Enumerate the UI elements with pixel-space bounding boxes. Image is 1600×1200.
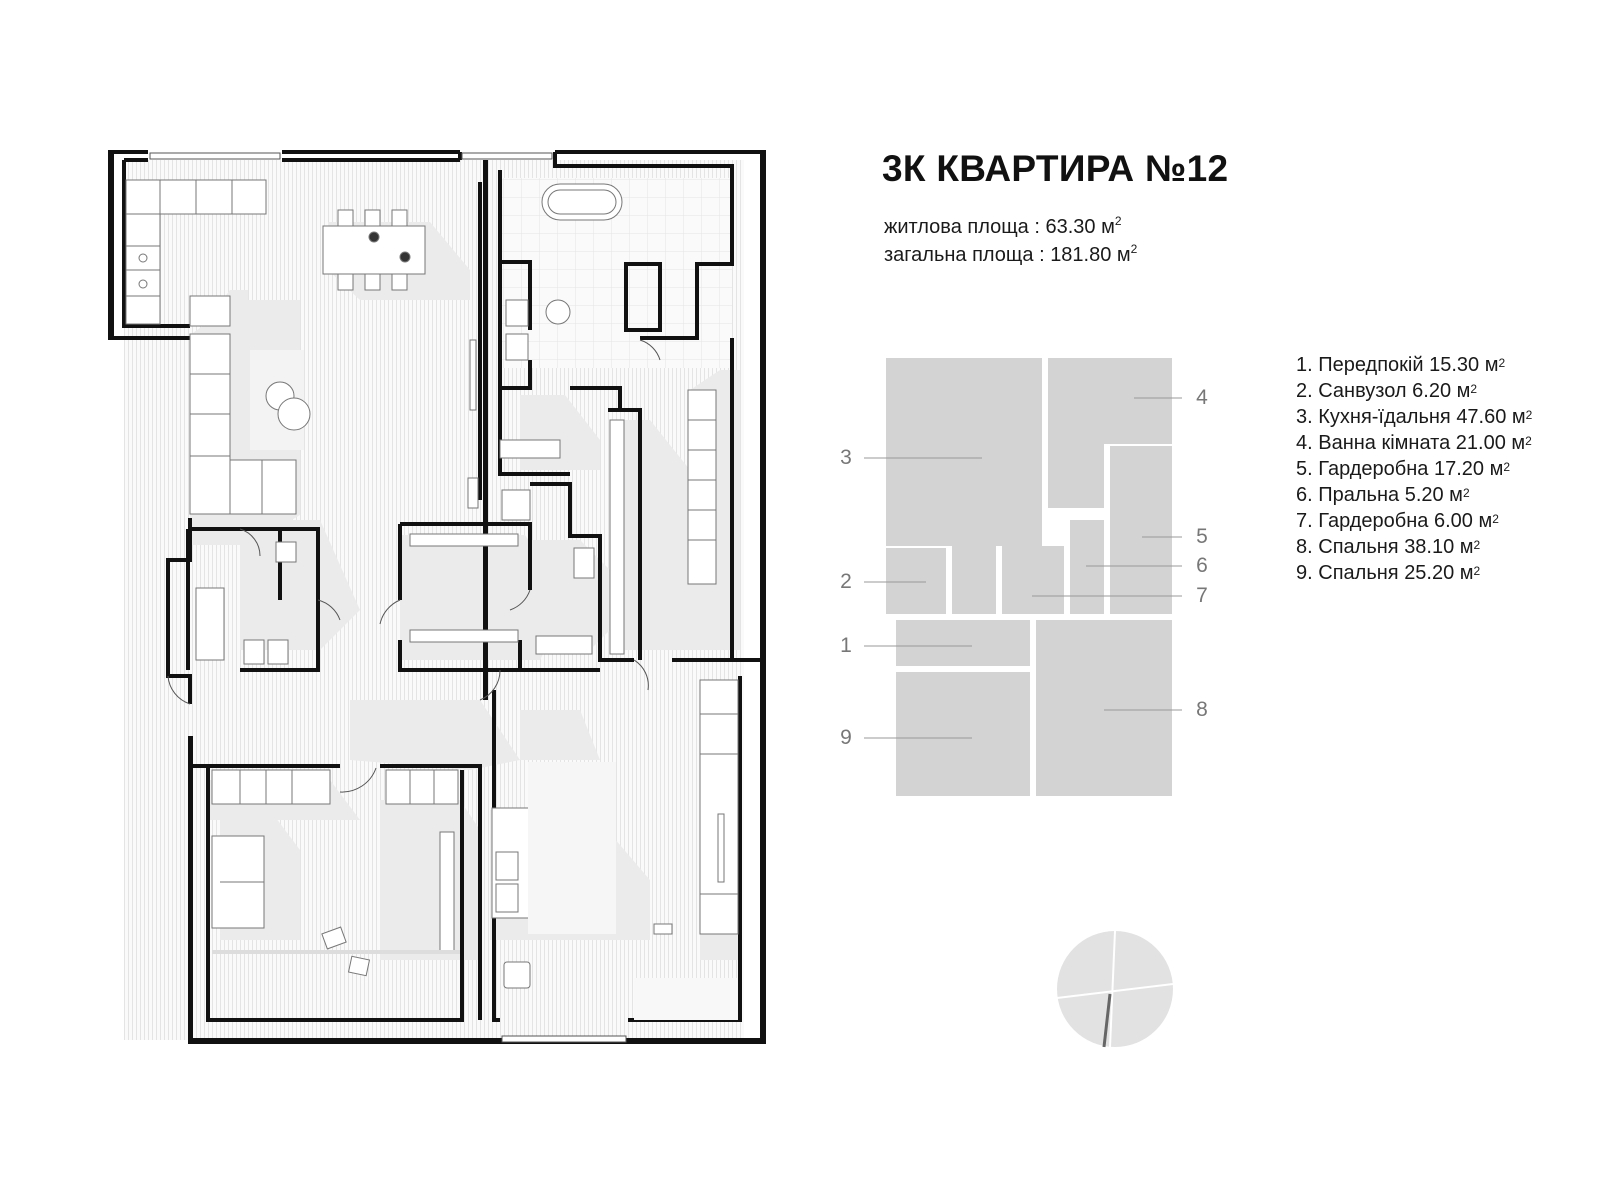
legend-item-7: 7. Гардеробна 6.00 м2	[1296, 510, 1499, 532]
legend-item-5: 5. Гардеробна 17.20 м2	[1296, 458, 1511, 480]
bedroom-8-furniture	[491, 679, 739, 1020]
key-label-8: 8	[1196, 698, 1208, 721]
bedroom-9-furniture	[211, 769, 460, 977]
kitchen-counters	[125, 179, 267, 327]
dining-table	[322, 209, 426, 291]
key-label-7: 7	[1196, 584, 1208, 607]
key-label-1: 1	[840, 634, 852, 657]
unit-power: 2	[1114, 214, 1122, 228]
wall-masses	[108, 150, 766, 1044]
room-legend: 1. Передпокій 15.30 м2 2. Санвузол 6.20 …	[1296, 352, 1532, 586]
bathroom-small	[195, 541, 297, 665]
key-label-5: 5	[1196, 525, 1208, 548]
living-area-label: житлова площа :	[884, 216, 1040, 238]
living-sofa	[189, 333, 479, 515]
total-area: загальна площа : 181.80 м2	[884, 242, 1138, 267]
legend-item-9: 9. Спальня 25.20 м2	[1296, 562, 1481, 584]
key-label-9: 9	[840, 726, 852, 749]
key-block-4	[1048, 358, 1172, 444]
legend-item-3: 3. Кухня-їдальня 47.60 м2	[1296, 406, 1533, 428]
bathtub-master	[499, 183, 623, 459]
key-blocks	[886, 358, 1172, 796]
key-block-5	[1110, 446, 1172, 614]
key-block-8	[1036, 620, 1172, 796]
key-block-9	[896, 672, 1030, 796]
key-block-7	[1002, 546, 1064, 614]
key-leader-lines	[864, 397, 1182, 739]
key-block-3-foot	[952, 546, 996, 614]
key-block-3-lower	[1048, 444, 1104, 508]
key-block-center	[952, 508, 1042, 546]
key-label-4: 4	[1196, 386, 1208, 409]
walls	[108, 150, 764, 1044]
key-block-2	[886, 548, 946, 614]
compass-icon	[1056, 930, 1174, 1048]
key-label-6: 6	[1196, 554, 1208, 577]
legend-item-6: 6. Пральна 5.20 м2	[1296, 484, 1470, 506]
legend-item-2: 2. Санвузол 6.20 м2	[1296, 380, 1478, 402]
legend-item-4: 4. Ванна кімната 21.00 м2	[1296, 432, 1532, 454]
living-area: житлова площа : 63.30 м2	[884, 214, 1122, 239]
living-area-value: 63.30 м	[1045, 216, 1115, 238]
windows	[149, 152, 627, 1043]
key-block-6	[1070, 520, 1104, 614]
wardrobes	[409, 389, 717, 655]
unit-power: 2	[1130, 242, 1138, 256]
total-area-value: 181.80 м	[1050, 244, 1131, 266]
key-label-2: 2	[840, 570, 852, 593]
legend-item-1: 1. Передпокій 15.30 м2	[1296, 354, 1506, 376]
key-label-3: 3	[840, 446, 852, 469]
key-block-1	[896, 620, 1030, 666]
total-area-label: загальна площа :	[884, 244, 1045, 266]
page-title: 3К КВАРТИРА №12	[882, 148, 1229, 189]
door-swings	[167, 339, 661, 793]
legend-item-8: 8. Спальня 38.10 м2	[1296, 536, 1481, 558]
